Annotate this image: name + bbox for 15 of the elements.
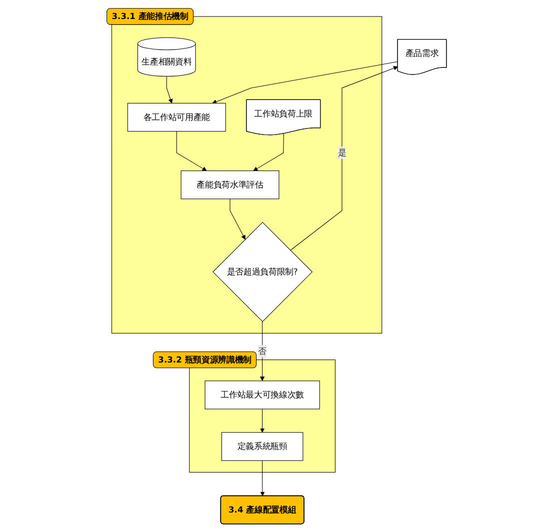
arrow: [166, 76, 173, 104]
arrow: [176, 131, 207, 171]
node-box: 定義系統瓶頸: [221, 432, 304, 461]
node-box: 各工作站可用產能: [127, 102, 226, 132]
arrow: [260, 460, 265, 496]
node-box: 工作站最大可換線次數: [204, 380, 320, 410]
arrow: [290, 66, 398, 251]
arrow: [253, 133, 284, 171]
edge-label: 是: [338, 148, 346, 158]
arrow: [230, 198, 246, 240]
node-diamond: 是否超過負荷限制?: [212, 222, 313, 322]
edge-label: 否: [258, 346, 266, 356]
arrow: [212, 61, 398, 104]
node-box: 產能負荷水準評估: [180, 170, 280, 200]
arrow: [260, 408, 265, 433]
